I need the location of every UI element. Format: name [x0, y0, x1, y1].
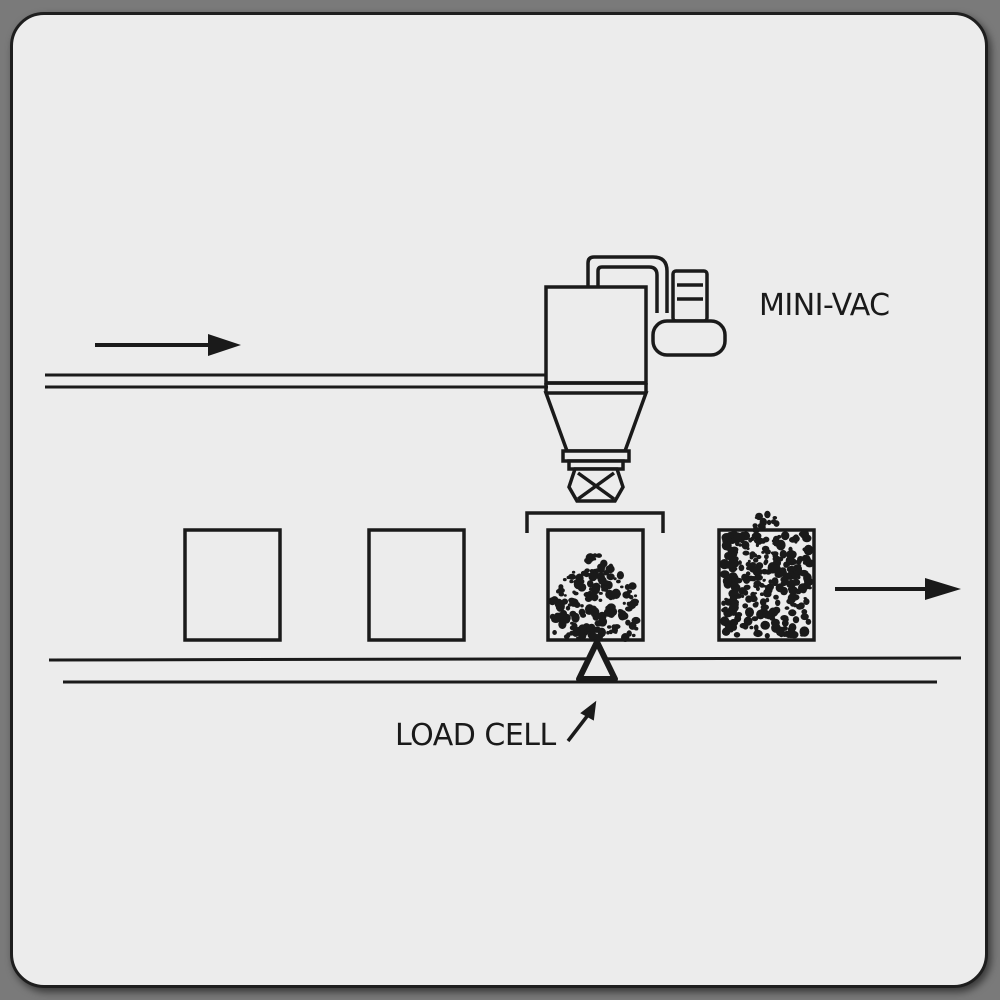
container-1: [183, 528, 282, 642]
conveyor-belt: [48, 656, 962, 684]
container-2: [367, 528, 466, 642]
container-4: [717, 510, 816, 642]
load-cell: [576, 639, 618, 682]
load-cell-label: LOAD CELL: [395, 718, 557, 753]
conveying-line: [45, 373, 548, 389]
container-4-material: [719, 510, 815, 639]
mini-vac-receiver: [525, 255, 727, 533]
mini-vac-filling-diagram: MINI-VAC LOAD CELL: [45, 255, 962, 753]
diagram-frame: MINI-VAC LOAD CELL: [10, 12, 988, 988]
container-3-material: [548, 553, 641, 642]
load-cell-pointer-arrow: [566, 700, 597, 743]
inlet-flow-arrow: [95, 334, 241, 356]
mini-vac-label: MINI-VAC: [759, 288, 890, 323]
container-3: [546, 528, 645, 642]
outlet-flow-arrow: [835, 578, 961, 600]
